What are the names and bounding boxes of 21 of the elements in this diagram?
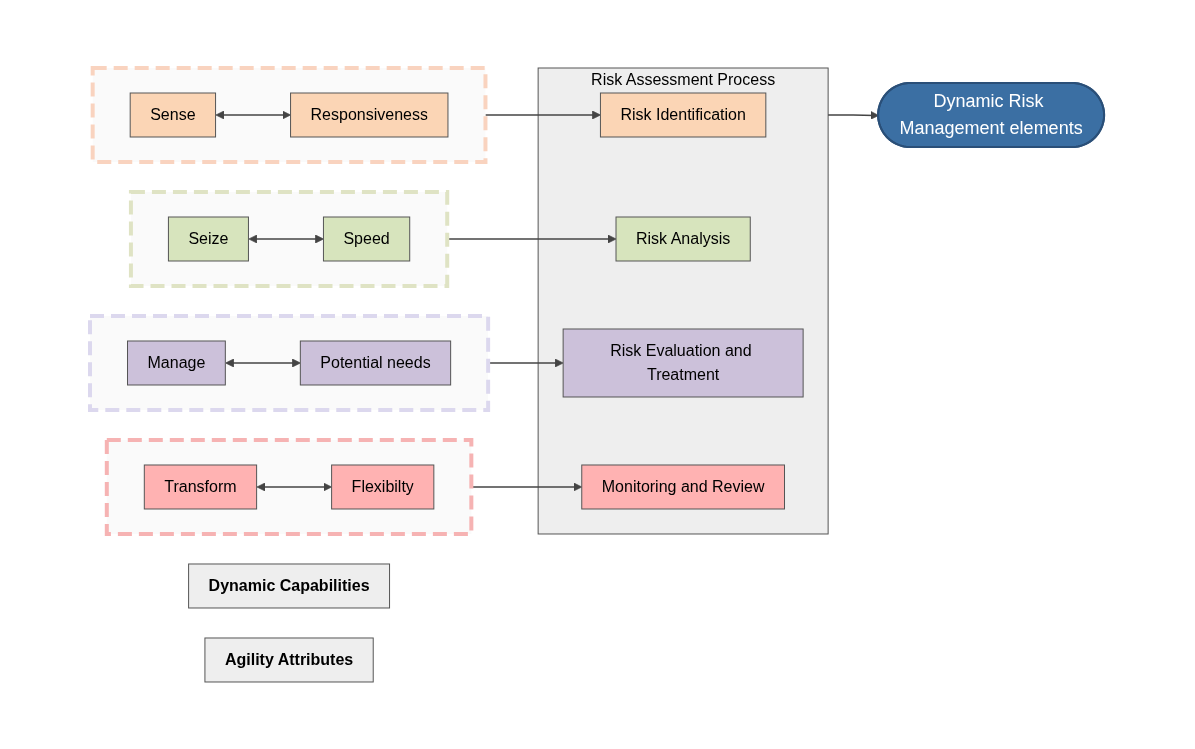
node-box: Agility Attributes: [204, 637, 375, 682]
node-box: Speed: [323, 216, 411, 261]
node-box: Sense: [130, 92, 217, 137]
cluster: [105, 437, 474, 536]
node-box: Seize: [168, 216, 250, 261]
node-box: Transform: [144, 464, 258, 509]
node-box: Risk Analysis: [615, 216, 752, 261]
node-box: Monitoring and Review: [581, 464, 786, 509]
node-box: Manage: [127, 340, 227, 385]
cluster: [91, 65, 488, 164]
node-box: Potential needs: [300, 340, 452, 385]
node-box: Risk Identification: [600, 92, 767, 137]
node-box: Responsiveness: [290, 92, 449, 137]
arrow: [248, 234, 325, 243]
arrow: [216, 110, 292, 119]
arrow: [257, 482, 333, 491]
cluster: [88, 313, 491, 412]
node-box: Flexibilty: [331, 464, 435, 509]
node-box: Risk Evaluation and Treatment: [563, 328, 805, 397]
cluster: [129, 189, 450, 288]
node-box: Dynamic Capabilities: [188, 563, 391, 608]
